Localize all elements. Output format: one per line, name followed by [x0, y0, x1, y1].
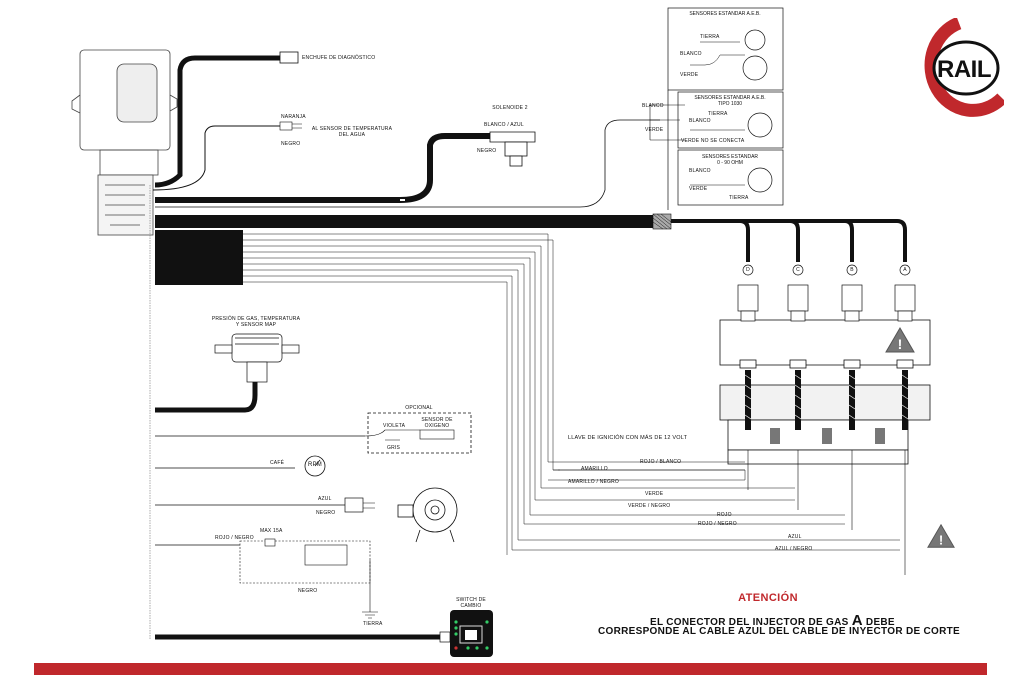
label-switch-2: CAMBIO — [460, 603, 482, 609]
label-water-temp-2: DEL AGUA — [338, 132, 366, 138]
injector-letter-a: A — [903, 267, 907, 273]
label-sensor-ox-2: OXIGENO — [424, 423, 450, 429]
label-verde: VERDE — [645, 491, 664, 497]
injector-letter-d: D — [746, 267, 750, 273]
sensor-box-3-tierra: TIERRA — [729, 195, 749, 201]
label-cafe: CAFÉ — [270, 460, 285, 466]
attention-line-2: CORRESPONDE AL CABLE AZUL DEL CABLE DE I… — [598, 626, 961, 637]
label-rojo-negro-left: ROJO / NEGRO — [215, 535, 254, 541]
sensor-box-3-title-2: 0 - 90 OHM — [717, 160, 743, 166]
logo-text: RAIL — [937, 56, 992, 83]
injector-letter-c: C — [796, 267, 800, 273]
label-gris: GRIS — [387, 445, 401, 451]
sensor-box-2-verde: VERDE NO SE CONECTA — [681, 138, 745, 144]
sensor-box-2-title-2: TIPO 1030 — [717, 101, 743, 107]
diagnostic-plug — [279, 51, 299, 64]
sensor-box-2-blanco: BLANCO — [689, 118, 711, 124]
label-negro-sol: NEGRO — [477, 148, 497, 154]
svg-text:!: ! — [939, 532, 943, 547]
sensor-box-3-verde: VERDE — [689, 186, 708, 192]
rail-logo — [924, 18, 1004, 117]
ecu-unit — [71, 49, 178, 236]
reducer-valve — [397, 487, 458, 543]
label-water-temp-1: AL SENSOR DE TEMPERATURA — [311, 126, 393, 132]
attention-title: ATENCIÓN — [738, 592, 798, 604]
sensor-box-1-verde: VERDE — [680, 72, 699, 78]
injector-letter-b: B — [850, 267, 854, 273]
attention-line-1-pre: EL CONECTOR DEL INJECTOR DE GAS — [650, 617, 849, 628]
label-violeta: VIOLETA — [383, 423, 406, 429]
label-pressure-2: Y SENSOR MAP — [235, 322, 277, 328]
label-max15: MAX 15A — [260, 528, 283, 534]
label-amarillo: AMARILLO — [581, 466, 608, 472]
label-blanco-right: BLANCO — [642, 103, 664, 109]
label-negro-battery: NEGRO — [298, 588, 318, 594]
label-negro-temp: NEGRO — [281, 141, 301, 147]
attention-line-1: EL CONECTOR DEL INJECTOR DE GAS A DEBE — [650, 612, 895, 629]
sensor-box-3-title-1: SENSORES ESTANDAR — [701, 154, 759, 160]
injector-rail — [719, 319, 931, 465]
sensor-box-3-blanco: BLANCO — [689, 168, 711, 174]
sensor-box-1-tierra: TIERRA — [700, 34, 720, 40]
attention-line-1-post: DEBE — [865, 617, 895, 628]
sensor-box-2-tierra: TIERRA — [708, 111, 728, 117]
label-rojo-negro: ROJO / NEGRO — [698, 521, 737, 527]
ground-icon — [362, 611, 378, 619]
label-verde-negro: VERDE / NEGRO — [628, 503, 671, 509]
label-rojo: ROJO — [717, 512, 732, 518]
sensor-box-1-blanco: BLANCO — [680, 51, 702, 57]
label-amarillo-negro: AMARILLO / NEGRO — [568, 479, 619, 485]
label-switch-1: SWITCH DE — [456, 597, 486, 603]
footer-bar — [34, 663, 987, 675]
label-solenoid: SOLENOIDE 2 — [492, 105, 528, 111]
label-rojo-blanco: ROJO / BLANCO — [640, 459, 682, 465]
label-azul-left: AZUL — [318, 496, 332, 502]
label-tierra: TIERRA — [363, 621, 383, 627]
warning-icon: ! — [927, 523, 955, 548]
oxygen-sensor — [419, 429, 455, 440]
label-azul-negro: AZUL / NEGRO — [775, 546, 813, 552]
label-ignition: LLAVE DE IGNICIÓN CON MÁS DE 12 VOLT — [568, 435, 688, 441]
attention-letter: A — [851, 612, 863, 629]
label-blanco-azul: BLANCO / AZUL — [484, 122, 524, 128]
label-verde-right: VERDE — [645, 127, 664, 133]
label-sensor-ox-1: SENSOR DE — [421, 417, 453, 423]
label-negro-left: NEGRO — [316, 510, 336, 516]
label-rpm: RPM — [308, 462, 322, 468]
pressure-sensor — [214, 333, 300, 383]
sensor-box-1-title: SENSORES ESTANDAR A.E.B. — [689, 11, 761, 17]
label-pressure-1: PRESIÓN DE GAS, TEMPERATURA — [211, 316, 301, 322]
label-azul: AZUL — [788, 534, 802, 540]
label-naranja: NARANJA — [281, 114, 306, 120]
svg-text:!: ! — [898, 336, 903, 352]
warning-icon: ! — [885, 327, 915, 353]
label-diagnostic: ENCHUFE DE DIAGNÓSTICO — [302, 55, 376, 61]
sensor-box-2-title-1: SENSORES ESTANDAR A.E.B. — [694, 95, 766, 101]
label-opcional: OPCIONAL — [405, 405, 433, 411]
